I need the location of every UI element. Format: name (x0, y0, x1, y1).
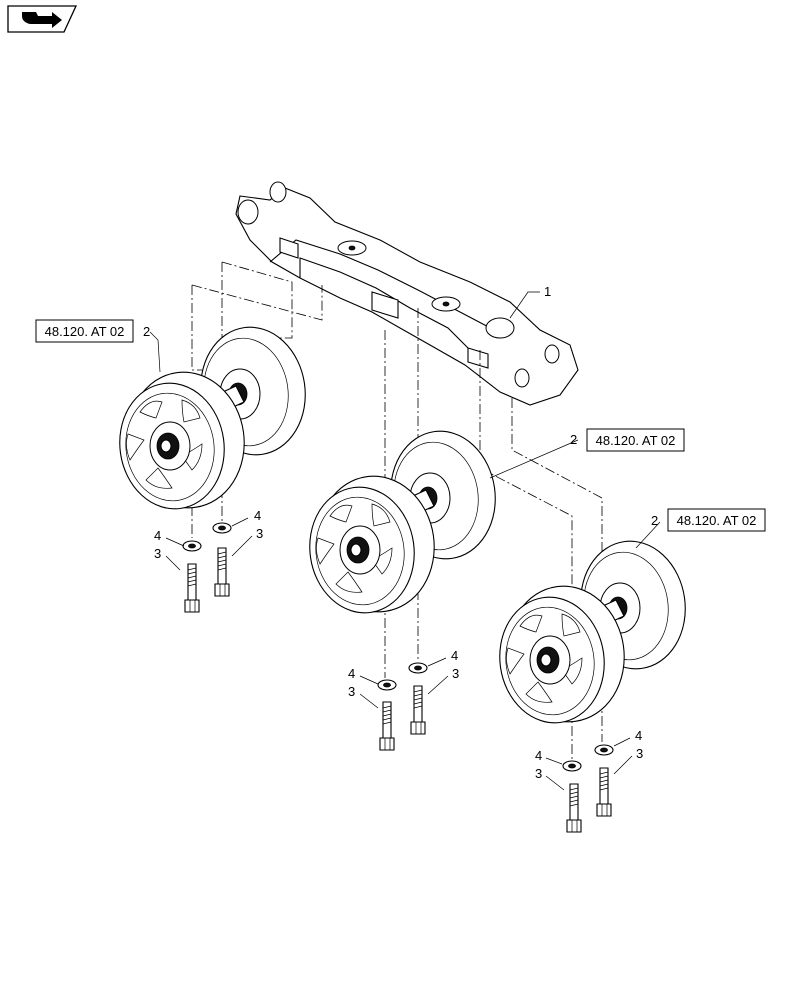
callout-washer: 4 (635, 728, 642, 743)
roller-assembly-2 (301, 423, 504, 621)
callout-washer: 4 (451, 648, 458, 663)
track-frame (235, 181, 579, 406)
callout-bolt: 3 (154, 546, 161, 561)
callout-frame: 1 (544, 284, 551, 299)
callout-bolt: 3 (535, 766, 542, 781)
callout-roller: 2 (570, 432, 577, 447)
callout-bolt: 3 (636, 746, 643, 761)
washer (408, 662, 428, 674)
washer (212, 522, 232, 534)
leader-lines (149, 291, 661, 791)
reference-box[interactable]: 48.120. AT 02 (586, 428, 685, 452)
callout-washer: 4 (535, 748, 542, 763)
bolt (184, 563, 200, 613)
callout-washer: 4 (348, 666, 355, 681)
assembly-centerlines (191, 261, 603, 760)
bolt (379, 701, 395, 751)
navigation-arrow-icon[interactable] (7, 5, 78, 33)
roller-assembly-1 (111, 319, 314, 517)
reference-box[interactable]: 48.120. AT 02 (667, 508, 766, 532)
callout-bolt: 3 (452, 666, 459, 681)
bolt (214, 547, 230, 597)
callout-washer: 4 (154, 528, 161, 543)
roller-assembly-3 (491, 533, 694, 731)
washer (594, 744, 614, 756)
callout-roller: 2 (143, 324, 150, 339)
washer (562, 760, 582, 772)
bolt (566, 783, 582, 833)
reference-label: 48.120. AT 02 (45, 324, 125, 339)
callout-bolt: 3 (256, 526, 263, 541)
washer (182, 540, 202, 552)
bolt (596, 767, 612, 817)
callout-washer: 4 (254, 508, 261, 523)
reference-label: 48.120. AT 02 (596, 433, 676, 448)
reference-label: 48.120. AT 02 (677, 513, 757, 528)
reference-box[interactable]: 48.120. AT 02 (35, 319, 134, 343)
washer (377, 679, 397, 691)
callout-bolt: 3 (348, 684, 355, 699)
callout-numbers: 1 2 2 2 4 3 4 3 4 3 4 3 4 3 4 3 (143, 284, 658, 781)
callout-roller: 2 (651, 513, 658, 528)
bolt (410, 685, 426, 735)
